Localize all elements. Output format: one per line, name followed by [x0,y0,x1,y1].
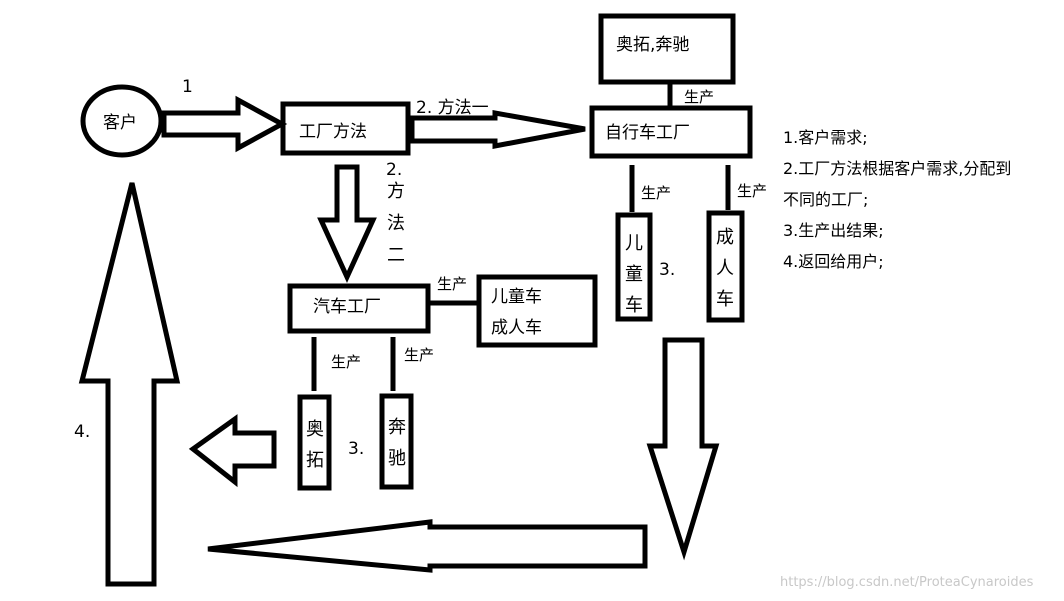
steps-list: 1.客户需求; 2.工厂方法根据客户需求,分配到 不同的工厂; 3.生产出结果;… [783,122,1011,277]
steps-item-2: 2.工厂方法根据客户需求,分配到 [783,159,1012,178]
arrow-cars-left [188,414,277,488]
produce-label-brands: 生产 [684,88,715,106]
produce-label-benz: 生产 [404,346,435,364]
customer-label: 客户 [103,113,137,133]
steps-item-1: 1.客户需求; [783,128,868,147]
alto-box [297,394,332,491]
car-types-label-1: 儿童车 [491,287,542,307]
bicycle-factory-label: 自行车工厂 [605,123,690,143]
adult-bike-box [706,210,745,323]
car-types-box [476,274,598,348]
car-types-label-2: 成人车 [491,318,542,338]
produce-label-car-types: 生产 [437,275,468,293]
car-factory-label: 汽车工厂 [313,297,381,317]
benz-box [379,393,414,490]
arrow-bottom-left [207,519,648,573]
step3-bikes-label: 3. [659,260,676,280]
arrow-return-up [78,182,181,587]
steps-item-5: 4.返回给用户; [783,252,884,271]
child-bike-box [615,212,653,322]
steps-item-3: 不同的工厂; [783,190,869,209]
alto-label: 奥拓 [306,419,324,471]
watermark: https://blog.csdn.net/ProteaCynaroides [780,575,1034,590]
adult-bike-label: 成人车 [716,227,734,310]
step4-label: 4. [74,422,91,442]
arrow-method-one [409,110,586,150]
factory-method-label: 工厂方法 [299,122,367,142]
child-bike-label: 儿童车 [625,233,643,313]
arrow-customer-to-factory [161,95,288,153]
produce-label-child-bike: 生产 [641,184,672,202]
bicycle-brands-box [598,13,736,85]
arrow-method-two [317,164,377,284]
benz-label: 奔驰 [388,417,406,469]
car-factory-box [287,283,431,334]
bicycle-brands-label: 奥拓,奔驰 [616,35,690,55]
step1-label: 1 [182,77,193,97]
step3-cars-label: 3. [348,439,365,459]
method-two-number: 2. [386,160,403,180]
method-two-label: 方法二 [387,181,405,266]
factory-method-box [280,101,411,156]
method-one-label: 2. 方法一 [416,98,489,118]
produce-label-alto: 生产 [331,353,362,371]
arrow-bikes-down [646,337,720,561]
customer-node [80,84,164,158]
steps-item-4: 3.生产出结果; [783,221,884,240]
produce-label-adult-bike: 生产 [737,182,768,200]
